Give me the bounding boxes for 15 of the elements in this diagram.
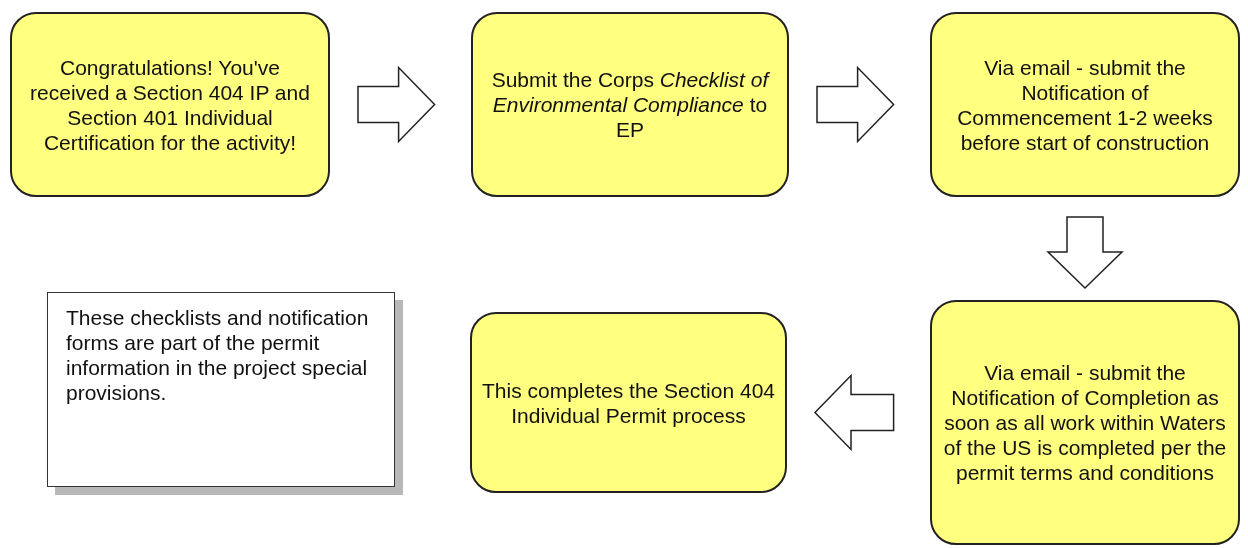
step-text: Via email - submit the Notification of Completion as soon as all work within Waters of the US is completed per the permit terms and conditions bbox=[942, 360, 1228, 485]
block-arrow bbox=[357, 65, 436, 144]
process-box bbox=[930, 300, 1240, 545]
process-box bbox=[10, 12, 330, 197]
process-box bbox=[930, 12, 1240, 197]
step-text: Congratulations! You've received a Section 404 IP and Section 401 Individual Certification for the activity! bbox=[29, 54, 311, 155]
block-arrow bbox=[816, 65, 895, 144]
step-text: This completes the Section 404 Individual Permit process bbox=[482, 377, 775, 428]
step-text: Via email - submit the Notification of Commencement 1-2 weeks before start of construction bbox=[956, 54, 1214, 155]
step-text: Submit the Corps Checklist of Environmental Compliance to EP bbox=[490, 67, 771, 142]
block-arrow bbox=[813, 373, 895, 452]
note-text: These checklists and notification forms are part of the permit information in the project special provisions. bbox=[66, 305, 370, 405]
process-box bbox=[470, 312, 787, 493]
process-box bbox=[471, 12, 789, 197]
block-arrow bbox=[1046, 216, 1124, 290]
